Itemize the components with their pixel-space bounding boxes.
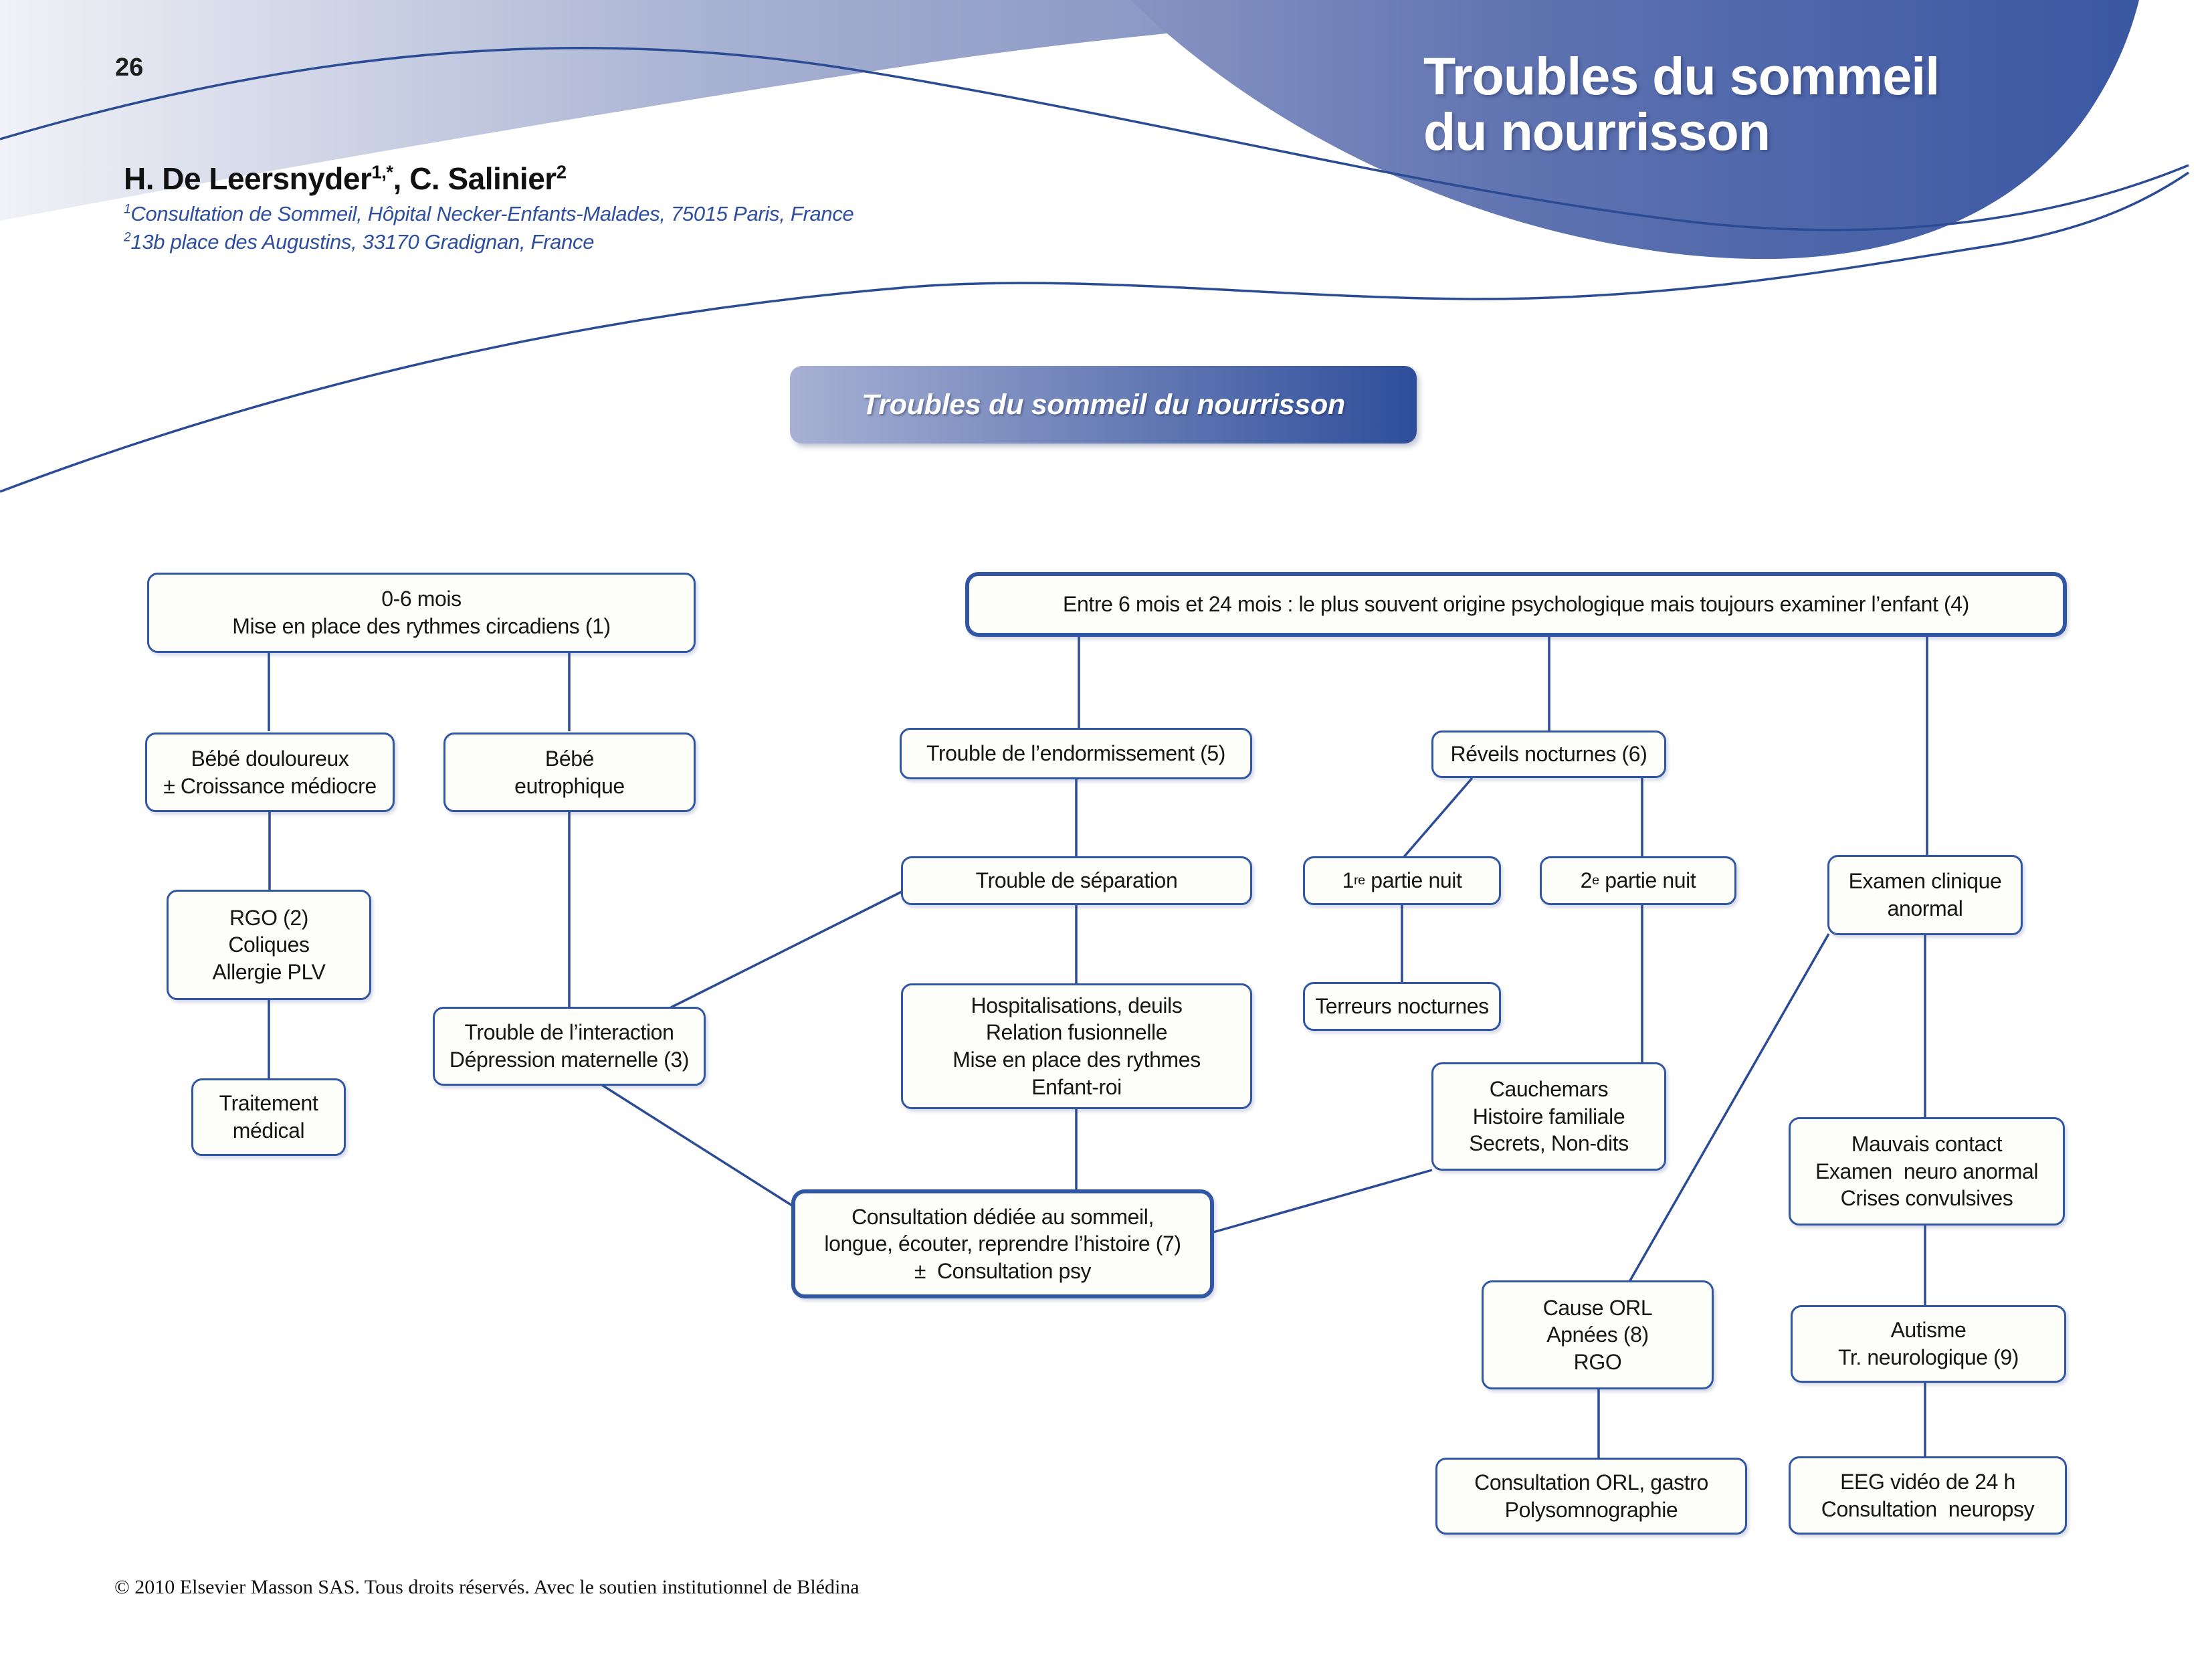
flow-node-reveils-nocturnes: Réveils nocturnes (6) — [1431, 730, 1666, 778]
page-title-line-2: du nourrisson — [1423, 102, 1771, 161]
page-title-line-1: Troubles du sommeil — [1423, 46, 1940, 106]
connector-line — [1402, 777, 1474, 859]
flow-node-trouble-separation: Trouble de séparation — [901, 856, 1252, 905]
flow-node-terreurs-nocturnes: Terreurs nocturnes — [1303, 982, 1501, 1031]
footer-copyright: © 2010 Elsevier Masson SAS. Tous droits … — [114, 1576, 860, 1598]
affiliation-line-1: 1Consultation de Sommeil, Hôpital Necker… — [124, 202, 854, 225]
flow-node-consultation-sommeil: Consultation dédiée au sommeil,longue, é… — [791, 1189, 1214, 1298]
page-number: 26 — [115, 54, 144, 82]
page-title: Troubles du sommeil du nourrisson — [1423, 46, 1940, 161]
flow-node-trouble-endormissement: Trouble de l’endormissement (5) — [900, 728, 1252, 779]
section-banner: Troubles du sommeil du nourrisson — [790, 366, 1417, 444]
authors-line: H. De Leersnyder1,*, C. Salinier2 — [124, 161, 567, 196]
connector-line — [1213, 1169, 1433, 1234]
flow-node-months-6-24: Entre 6 mois et 24 mois : le plus souven… — [965, 572, 2067, 637]
connector-line — [601, 1084, 793, 1207]
section-banner-label: Troubles du sommeil du nourrisson — [862, 388, 1345, 421]
flow-node-bebe-douloureux: Bébé douloureux± Croissance médiocre — [145, 733, 395, 812]
connector-line — [670, 890, 902, 1009]
affiliation-line-2: 213b place des Augustins, 33170 Gradigna… — [124, 230, 595, 254]
